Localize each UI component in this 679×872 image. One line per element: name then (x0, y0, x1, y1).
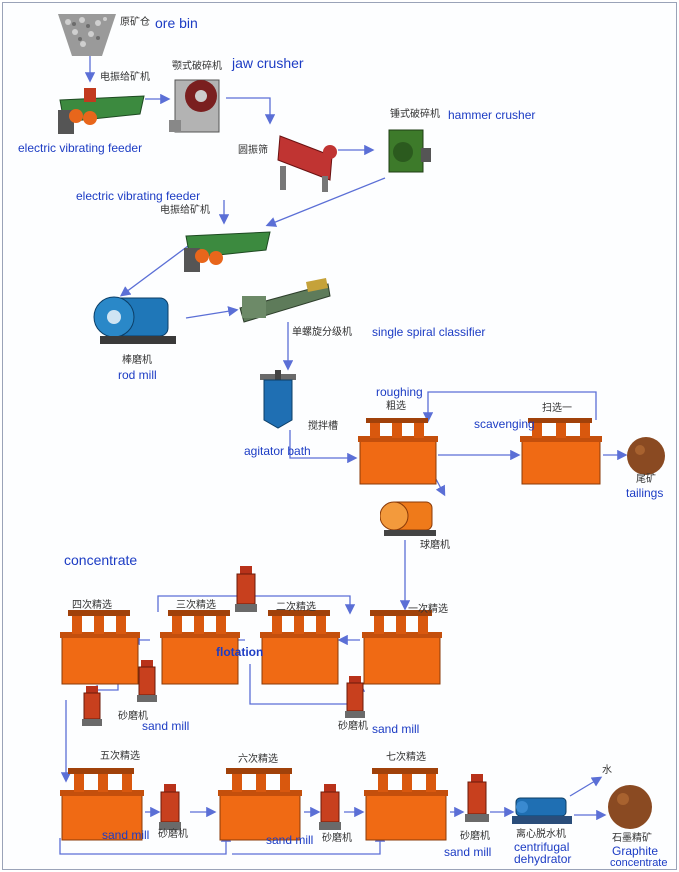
agitator-tank-image (258, 370, 298, 430)
agitator-label: agitator bath (244, 444, 311, 458)
flotation-label: flotation (216, 645, 264, 659)
classifier-label: single spiral classifier (372, 325, 486, 339)
sand-mill-c-label: sand mill (102, 828, 150, 842)
sand-mill-d-label: sand mill (266, 833, 314, 847)
tailings-label-cn: 尾矿 (636, 474, 656, 485)
cleaner-2-flotation-cell-image (258, 610, 342, 686)
jaw-crusher-label: jaw crusher (232, 55, 304, 71)
sand-mill-d-label-cn: 砂磨机 (322, 833, 352, 844)
graphite-concentrate-image (606, 784, 654, 830)
ore-bin-label-cn: 原矿仓 (120, 17, 150, 28)
graphite-concentrate-label-cn: 石墨精矿 (612, 833, 652, 844)
graphite-concentrate-label-line-1: Graphite (612, 844, 659, 858)
vibrating-screen-image (272, 122, 340, 192)
sand-mill-a-label: sand mill (142, 719, 190, 733)
cleaner-1-label: 一次精选 (408, 604, 448, 615)
ball-mill-image (379, 494, 440, 540)
cleaner-7-label: 七次精选 (386, 752, 426, 763)
cleaner-6-flotation-cell-image (216, 768, 304, 842)
jaw-crusher-label-cn: 颚式破碎机 (172, 61, 222, 72)
scavenging-flotation-cell-image (518, 418, 604, 486)
sand-mill-b-label-cn: 砂磨机 (338, 721, 368, 732)
cleaner-7-flotation-cell-image (362, 768, 450, 842)
sand-mill-left-image (82, 686, 102, 726)
cleaner-5-label: 五次精选 (100, 751, 140, 762)
sand-mill-a-image (136, 660, 158, 702)
hammer-crusher-label: hammer crusher (448, 108, 536, 122)
sand-mill-a-label-cn: 砂磨机 (118, 711, 148, 722)
ore-bin-label: ore bin (155, 15, 198, 31)
concentrate-label: concentrate (64, 552, 138, 568)
dehydrator-label-cn: 离心脱水机 (516, 829, 566, 840)
tailings-pile-image (626, 436, 666, 476)
rod-mill-label-cn: 棒磨机 (122, 355, 152, 366)
centrifugal-dehydrator-image (512, 790, 574, 826)
dehydrator-label-line-1: centrifugal (514, 840, 570, 854)
hammer-crusher-image (383, 122, 433, 178)
cleaner-3-flotation-cell-image (158, 610, 242, 686)
sand-mill-c-image (158, 784, 182, 830)
feeder-1-label: electric vibrating feeder (18, 141, 143, 155)
sand-mill-b-image (344, 676, 366, 718)
rod-mill-label: rod mill (118, 368, 157, 382)
graphite-concentrate-label-line-2: concentrate (610, 857, 668, 869)
vibrating-feeder-1-image (54, 80, 146, 136)
spiral-classifier-image (236, 278, 332, 324)
vibrating-feeder-2-image (182, 222, 272, 274)
cleaner-6-label: 六次精选 (238, 754, 278, 765)
roughing-flotation-cell-image (356, 418, 440, 486)
rod-mill-image (92, 290, 182, 348)
classifier-label-cn: 单螺旋分级机 (292, 327, 352, 338)
feeder-1-label-cn: 电振给矿机 (100, 72, 150, 83)
ball-mill-label-cn: 球磨机 (420, 540, 450, 551)
scavenging-label-cn: 扫选一 (542, 403, 572, 414)
sand-mill-d-image (318, 784, 342, 830)
cleaner-1-flotation-cell-image (360, 610, 444, 686)
agitator-label-cn: 搅拌槽 (308, 421, 338, 432)
cleaner-4-flotation-cell-image (58, 610, 142, 686)
sand-mill-e-label: sand mill (444, 845, 492, 859)
cleaner-4-label: 四次精选 (72, 600, 112, 611)
tailings-label: tailings (626, 486, 664, 500)
cleaner-3-label: 三次精选 (176, 600, 216, 611)
dehydrator-label-line-2: dehydrator (514, 852, 572, 866)
roughing-label-cn: 粗选 (386, 401, 406, 412)
sand-mill-b-label: sand mill (372, 722, 420, 736)
feeder-2-label-cn: 电振给矿机 (160, 205, 210, 216)
sand-mill-top-image (234, 566, 258, 612)
hammer-crusher-label-cn: 锤式破碎机 (390, 109, 440, 120)
sand-mill-e-label-cn: 砂磨机 (460, 831, 490, 842)
jaw-crusher-image (167, 70, 225, 134)
scavenging-label: scavenging (474, 417, 535, 431)
ore-bin-image (58, 14, 116, 56)
sand-mill-e-image (464, 774, 490, 822)
feeder-2-label: electric vibrating feeder (76, 189, 201, 203)
cleaner-2-label: 二次精选 (276, 602, 316, 613)
cleaner-5-flotation-cell-image (58, 768, 146, 842)
roughing-label: roughing (376, 385, 423, 399)
screen-label-cn: 圆振筛 (238, 145, 268, 156)
sand-mill-c-label-cn: 砂磨机 (158, 829, 188, 840)
water-label: 水 (602, 765, 612, 776)
